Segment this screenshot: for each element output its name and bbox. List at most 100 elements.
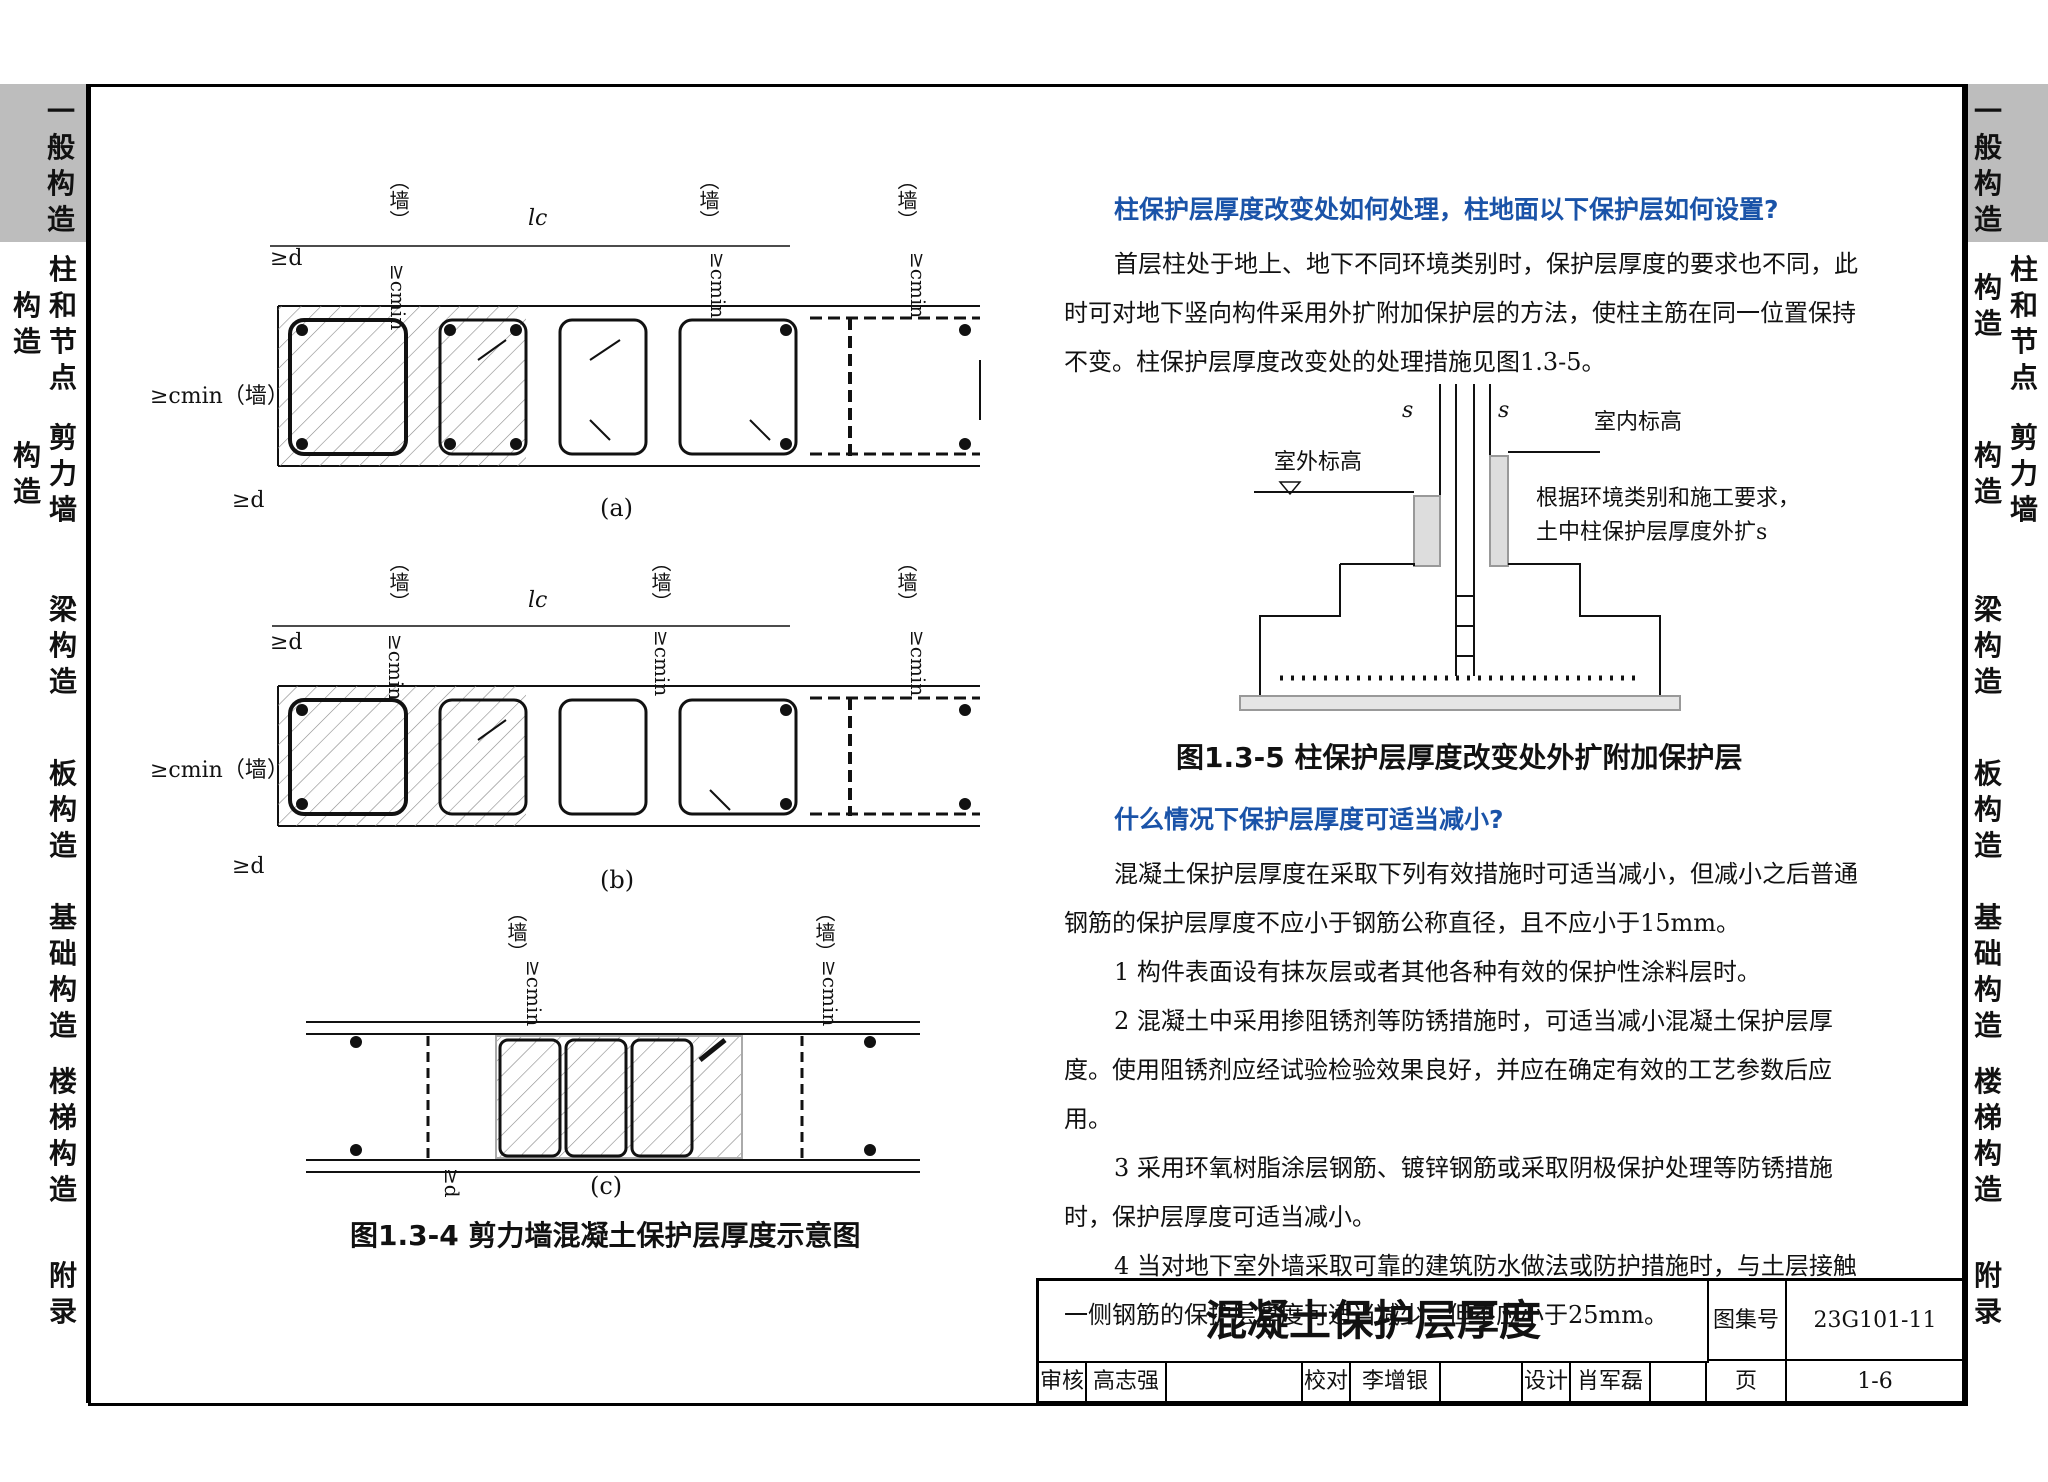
lc-label-b: lc	[528, 588, 548, 613]
subfigure-a-label: (a)	[600, 494, 634, 522]
tab-beam[interactable]: 梁构造	[0, 562, 89, 729]
check-label: 校对	[1303, 1361, 1351, 1403]
diagram-c	[306, 1021, 920, 1173]
review-label: 审核	[1039, 1361, 1087, 1403]
checker-signature	[1441, 1361, 1523, 1403]
wall-label: （墙）	[386, 552, 410, 612]
paragraph: 混凝土保护层厚度在采取下列有效措施时可适当减小，但减小之后普通钢筋的保护层厚度不…	[1064, 860, 1858, 937]
lc-label-a: lc	[528, 206, 548, 231]
indoor-elevation-label: 室内标高	[1594, 410, 1683, 435]
wall-label: （墙）	[812, 902, 836, 962]
cmin-label: ≥cmin	[906, 252, 930, 319]
note-line-2: 土中柱保护层厚度外扩s	[1536, 520, 1768, 545]
tab-label: 一般构造	[46, 95, 75, 236]
d-label: ≥d	[440, 1168, 464, 1198]
reviewer-signature	[1167, 1361, 1303, 1403]
tab-label: 楼梯构造	[48, 1065, 77, 1206]
text-section: 柱保护层厚度改变处如何处理，柱地面以下保护层如何设置? 首层柱处于地上、地下不同…	[1064, 190, 1870, 387]
title-block: 混凝土保护层厚度 图集号 23G101-11 审核 高志强 校对 李增银 设计 …	[1036, 1278, 1963, 1403]
designer-name: 肖军磊	[1571, 1361, 1651, 1403]
figure5-caption: 图1.3-5 柱保护层厚度改变处外扩附加保护层	[1176, 741, 1743, 774]
diagram-a	[277, 305, 981, 467]
tab-label: 剪力墙	[48, 421, 77, 526]
tab-label: 构造	[1973, 439, 2002, 508]
diagram-b	[277, 685, 980, 827]
cmin-label: ≥cmin	[906, 630, 930, 697]
column-foundation-diagram	[1239, 384, 1681, 711]
dimension-lines	[270, 245, 790, 627]
tab-label: 构造	[1973, 271, 2002, 340]
tab-beam[interactable]: 梁构造	[1962, 562, 2048, 729]
cmin-wall-label: ≥cmin（墙）	[150, 384, 289, 409]
tab-general[interactable]: 一般构造	[1962, 84, 2048, 245]
atlas-number: 23G101-11	[1787, 1281, 1963, 1361]
right-sidebar: 一般构造 构造 柱和节点 构造 剪力墙 梁构造 板构造 基础构造 楼梯构造 附录	[1962, 84, 2048, 1406]
paragraph: 2 混凝土中采用掺阻锈剂等防锈措施时，可适当减小混凝土保护层厚度。使用阻锈剂应经…	[1064, 1007, 1833, 1133]
cmin-label: ≥cmin	[650, 630, 674, 697]
tab-column-joint[interactable]: 构造 柱和节点	[0, 242, 89, 401]
checker-name: 李增银	[1351, 1361, 1441, 1403]
d-label: ≥d	[232, 488, 265, 513]
tab-foundation[interactable]: 基础构造	[1962, 890, 2048, 1057]
tab-label: 构造	[12, 289, 41, 358]
paragraph: 4 当对地下室外墙采取可靠的建筑防水做法或防护措施时，与土层接触一侧钢筋的保护层…	[1064, 1252, 1857, 1329]
design-label: 设计	[1523, 1361, 1571, 1403]
tab-appendix[interactable]: 附录	[0, 1218, 89, 1403]
text-section-2: 什么情况下保护层厚度可适当减小? 混凝土保护层厚度在采取下列有效措施时可适当减小…	[1064, 800, 1870, 1340]
tab-shear-wall[interactable]: 构造 剪力墙	[1962, 398, 2048, 565]
tab-label: 梁构造	[1973, 593, 2002, 698]
tab-slab[interactable]: 板构造	[0, 726, 89, 893]
question-heading: 什么情况下保护层厚度可适当减小?	[1114, 805, 1504, 834]
left-sidebar: 一般构造 构造 柱和节点 构造 剪力墙 梁构造 板构造 基础构造 楼梯构造 附录	[0, 84, 89, 1406]
tab-column-joint[interactable]: 构造 柱和节点	[1962, 242, 2048, 401]
drawing-title: 混凝土保护层厚度	[1039, 1281, 1709, 1363]
tab-appendix[interactable]: 附录	[1962, 1218, 2048, 1403]
subfigure-c-label: (c)	[590, 1172, 623, 1200]
tab-general[interactable]: 一般构造	[0, 84, 89, 245]
reviewer-name: 高志强	[1087, 1361, 1167, 1403]
tab-foundation[interactable]: 基础构造	[0, 890, 89, 1057]
tab-shear-wall[interactable]: 构造 剪力墙	[0, 398, 89, 565]
tab-label: 柱和节点	[2009, 253, 2038, 394]
paragraph: 首层柱处于地上、地下不同环境类别时，保护层厚度的要求也不同，此时可对地下竖向构件…	[1064, 250, 1858, 376]
figure4-caption: 图1.3-4 剪力墙混凝土保护层厚度示意图	[350, 1219, 861, 1252]
page-label: 页	[1707, 1361, 1787, 1403]
outdoor-elevation-label: 室外标高	[1274, 450, 1363, 475]
d-label: ≥d	[232, 854, 265, 879]
cmin-label: ≥cmin	[522, 960, 546, 1027]
d-label: ≥d	[270, 630, 303, 655]
tab-label: 板构造	[1973, 757, 2002, 862]
tab-label: 附录	[48, 1259, 77, 1328]
tab-label: 构造	[12, 439, 41, 508]
figure-column-cover: 室外标高 室内标高 根据环境类别和施工要求， 土中柱保护层厚度外扩s s s	[1200, 376, 1800, 716]
tab-label: 一般构造	[1973, 95, 2002, 236]
wall-label: （墙）	[504, 902, 528, 962]
cmin-label: ≥cmin	[818, 960, 842, 1027]
tab-label: 板构造	[48, 757, 77, 862]
tab-label: 柱和节点	[48, 253, 77, 394]
d-label: ≥d	[270, 246, 303, 271]
cmin-label: ≥cmin	[386, 264, 410, 331]
shear-wall-diagram	[270, 245, 981, 1173]
tab-stair[interactable]: 楼梯构造	[0, 1054, 89, 1221]
paragraph: 3 采用环氧树脂涂层钢筋、镀锌钢筋或采取阴极保护处理等防锈措施时，保护层厚度可适…	[1064, 1154, 1833, 1231]
paragraph: 1 构件表面设有抹灰层或者其他各种有效的保护性涂料层时。	[1114, 958, 1761, 986]
tab-label: 附录	[1973, 1259, 2002, 1328]
tab-label: 基础构造	[1973, 901, 2002, 1042]
s-label: s	[1498, 398, 1510, 423]
tab-label: 梁构造	[48, 593, 77, 698]
note-line-1: 根据环境类别和施工要求，	[1536, 486, 1801, 511]
tab-stair[interactable]: 楼梯构造	[1962, 1054, 2048, 1221]
s-label: s	[1402, 398, 1414, 423]
designer-signature	[1651, 1361, 1707, 1403]
cmin-label: ≥cmin	[706, 252, 730, 319]
subfigure-b-label: (b)	[600, 866, 635, 894]
tab-label: 基础构造	[48, 901, 77, 1042]
page-number: 1-6	[1787, 1361, 1963, 1403]
cmin-wall-label: ≥cmin（墙）	[150, 758, 289, 783]
wall-label: （墙）	[696, 170, 720, 230]
cmin-label: ≥cmin	[384, 634, 408, 701]
figure-shear-wall-cover: lc lc ≥d ≥d ≥d ≥d ≥cmin（墙） ≥cmin（墙） （墙） …	[150, 160, 1030, 1280]
page-frame	[88, 84, 1968, 1406]
tab-slab[interactable]: 板构造	[1962, 726, 2048, 893]
